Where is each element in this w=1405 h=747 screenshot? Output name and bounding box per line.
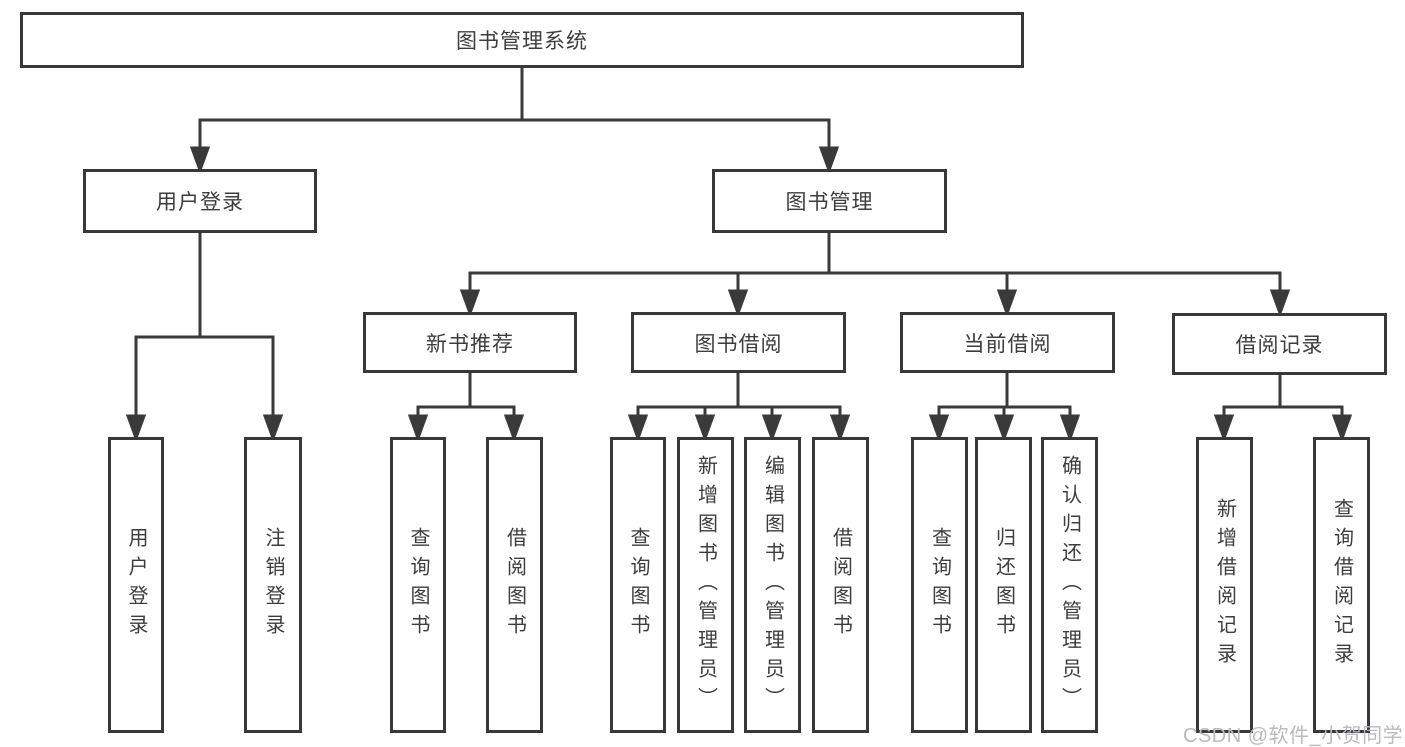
arrowhead-book-management: [818, 146, 840, 175]
arrowhead-cb-return: [993, 414, 1015, 443]
arrowhead-leaf-logout: [262, 414, 284, 443]
arrowhead-cb-query: [928, 414, 950, 443]
arrowhead-bb-borrow: [829, 414, 851, 443]
arrowhead-user-login: [189, 146, 211, 175]
node-book-management-label: 图书管理: [785, 191, 874, 214]
leaf-bb-query-books: 查询图书: [610, 437, 666, 733]
arrowhead-borrow-records: [1269, 289, 1291, 318]
leaf-br-add-record: 新增借阅记录: [1196, 437, 1253, 733]
arrowhead-current-borrow: [996, 289, 1018, 318]
arrowhead-br-query: [1331, 414, 1353, 443]
leaf-br-query-record-label: 查询借阅记录: [1330, 498, 1353, 672]
leaf-user-login: 用户登录: [108, 437, 164, 733]
leaf-bb-add-books-admin-label: 新增图书（管理员）: [694, 454, 717, 716]
arrowhead-new-book-recommend: [459, 289, 481, 318]
leaf-bb-query-books-label: 查询图书: [627, 527, 649, 643]
leaf-bb-edit-books-admin-label: 编辑图书（管理员）: [761, 454, 784, 716]
leaf-nbr-borrow-books: 借阅图书: [486, 437, 543, 733]
leaf-bb-borrow-books-label: 借阅图书: [829, 527, 852, 643]
leaf-bb-borrow-books: 借阅图书: [812, 437, 869, 733]
leaf-cb-return-books: 归还图书: [975, 437, 1032, 733]
csdn-watermark: CSDN @软件_小贺同学: [1183, 725, 1404, 747]
leaf-bb-edit-books-admin: 编辑图书（管理员）: [744, 437, 801, 733]
node-current-borrow-label: 当前借阅: [963, 332, 1052, 356]
leaf-cb-query-books: 查询图书: [911, 437, 968, 733]
node-root: 图书管理系统: [20, 12, 1024, 68]
leaf-logout: 注销登录: [244, 437, 302, 733]
leaf-cb-query-books-label: 查询图书: [928, 527, 951, 643]
leaf-nbr-query-books-label: 查询图书: [407, 527, 429, 643]
arrowhead-cb-confirm: [1059, 414, 1081, 443]
node-new-book-recommend: 新书推荐: [363, 312, 577, 373]
arrowhead-leaf-user-login: [125, 414, 147, 443]
leaf-br-query-record: 查询借阅记录: [1313, 437, 1370, 733]
node-current-borrow: 当前借阅: [900, 312, 1115, 373]
leaf-cb-confirm-return-admin: 确认归还（管理员）: [1041, 437, 1098, 733]
arrowhead-br-add: [1213, 414, 1235, 443]
node-user-login-label: 用户登录: [156, 191, 244, 214]
node-user-login: 用户登录: [83, 169, 317, 233]
leaf-cb-return-books-label: 归还图书: [992, 527, 1015, 643]
leaf-user-login-label: 用户登录: [125, 527, 147, 643]
leaf-br-add-record-label: 新增借阅记录: [1213, 498, 1236, 672]
node-root-label: 图书管理系统: [456, 30, 588, 53]
node-new-book-recommend-label: 新书推荐: [426, 332, 514, 356]
leaf-logout-label: 注销登录: [262, 527, 284, 643]
leaf-nbr-query-books: 查询图书: [390, 437, 446, 733]
node-borrow-records: 借阅记录: [1172, 313, 1387, 375]
node-borrow-records-label: 借阅记录: [1235, 334, 1324, 357]
arrowhead-bb-edit: [761, 414, 783, 443]
leaf-cb-confirm-return-admin-label: 确认归还（管理员）: [1058, 454, 1081, 716]
arrowhead-bb-query: [627, 414, 649, 443]
node-book-borrow: 图书借阅: [631, 312, 846, 373]
arrowhead-nbr-query: [407, 414, 429, 443]
node-book-management: 图书管理: [712, 169, 947, 233]
arrowhead-book-borrow: [727, 289, 749, 318]
arrowhead-bb-add: [694, 414, 716, 443]
node-book-borrow-label: 图书借阅: [694, 332, 783, 356]
leaf-nbr-borrow-books-label: 借阅图书: [503, 527, 526, 643]
arrowhead-nbr-borrow: [503, 414, 525, 443]
leaf-bb-add-books-admin: 新增图书（管理员）: [677, 437, 734, 733]
